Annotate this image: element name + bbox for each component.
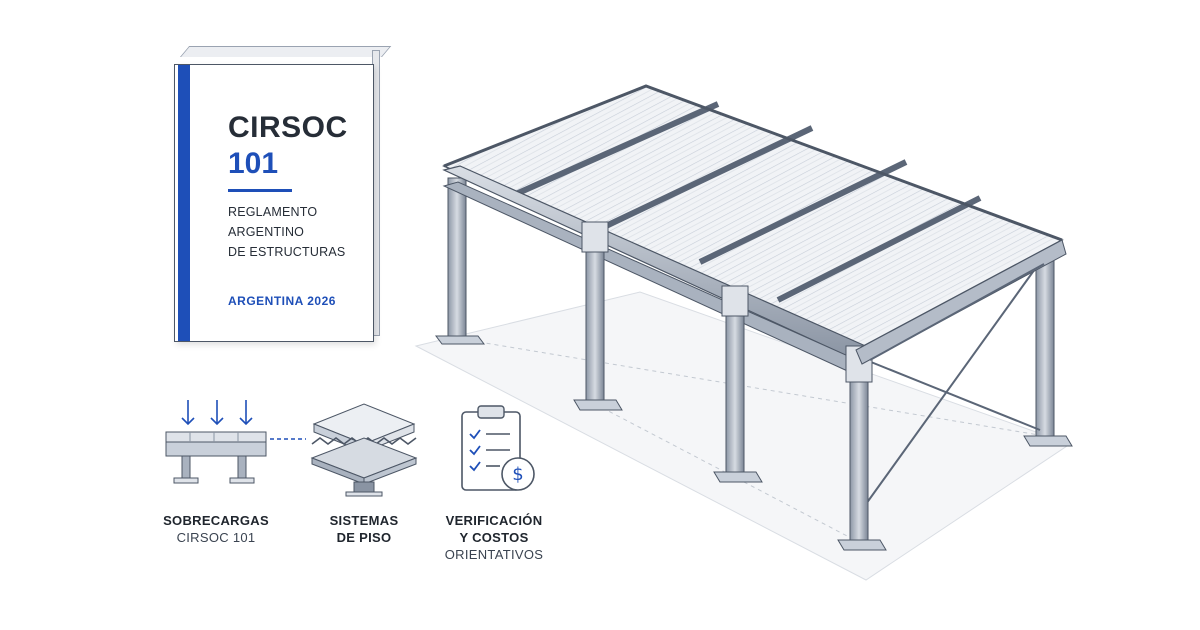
book-edition: ARGENTINA 2026 [228,294,336,308]
roof-purlin-4 [776,195,982,303]
feature-sistemas-line1: SISTEMAS [329,513,399,528]
book-subtitle-line1: REGLAMENTO ARGENTINO [228,205,318,239]
column-front-1 [573,221,623,411]
roof-purlin-3 [698,159,908,265]
feature-label-sistemas: SISTEMAS DE PISO [284,512,444,546]
gable-beam-right [855,239,1067,365]
feature-sobrecargas-subtitle: CIRSOC 101 [176,530,256,545]
cirsoc-book: CIRSOC 101 REGLAMENTO ARGENTINO DE ESTRU… [172,46,392,342]
column-front-2 [713,285,763,483]
svg-text:$: $ [512,464,523,485]
feature-sistemas-line2: DE PISO [336,530,392,545]
column-back-right [1023,247,1073,447]
book-subtitle: REGLAMENTO ARGENTINO DE ESTRUCTURAS [228,202,368,262]
load-arrows-beam-icon [165,400,267,484]
book-title-rule [228,189,292,192]
floor-system-layers-icon [310,403,418,497]
connector-dashed-line [270,438,306,440]
feature-verificacion-line1: VERIFICACIÓN [445,513,543,528]
feature-verificacion-line3: ORIENTATIVOS [444,547,544,562]
roof-purlin-1 [514,101,720,197]
ground-dashed-line [454,337,1046,437]
x-brace-2 [865,359,1041,431]
roof-purlin-2 [604,125,814,229]
feature-sobrecargas-title: SOBRECARGAS [163,513,269,528]
roof-ridge-beam [443,84,1063,242]
gable-brace-right [869,263,1045,361]
x-brace-1 [865,261,1041,505]
book-subtitle-line2: DE ESTRUCTURAS [228,245,346,259]
book-number: 101 [228,147,279,180]
column-front-3 [837,345,887,551]
column-back-left [435,177,485,345]
book-cover: CIRSOC 101 REGLAMENTO ARGENTINO DE ESTRU… [174,64,374,342]
feature-label-verificacion: VERIFICACIÓN Y COSTOS ORIENTATIVOS [414,512,574,563]
feature-verificacion-line2: Y COSTOS [459,530,529,545]
book-title: CIRSOC [228,111,348,144]
book-stripe [178,65,190,341]
clipboard-checklist-dollar-icon: $ [461,405,535,491]
feature-label-sobrecargas: SOBRECARGAS CIRSOC 101 [136,512,296,546]
